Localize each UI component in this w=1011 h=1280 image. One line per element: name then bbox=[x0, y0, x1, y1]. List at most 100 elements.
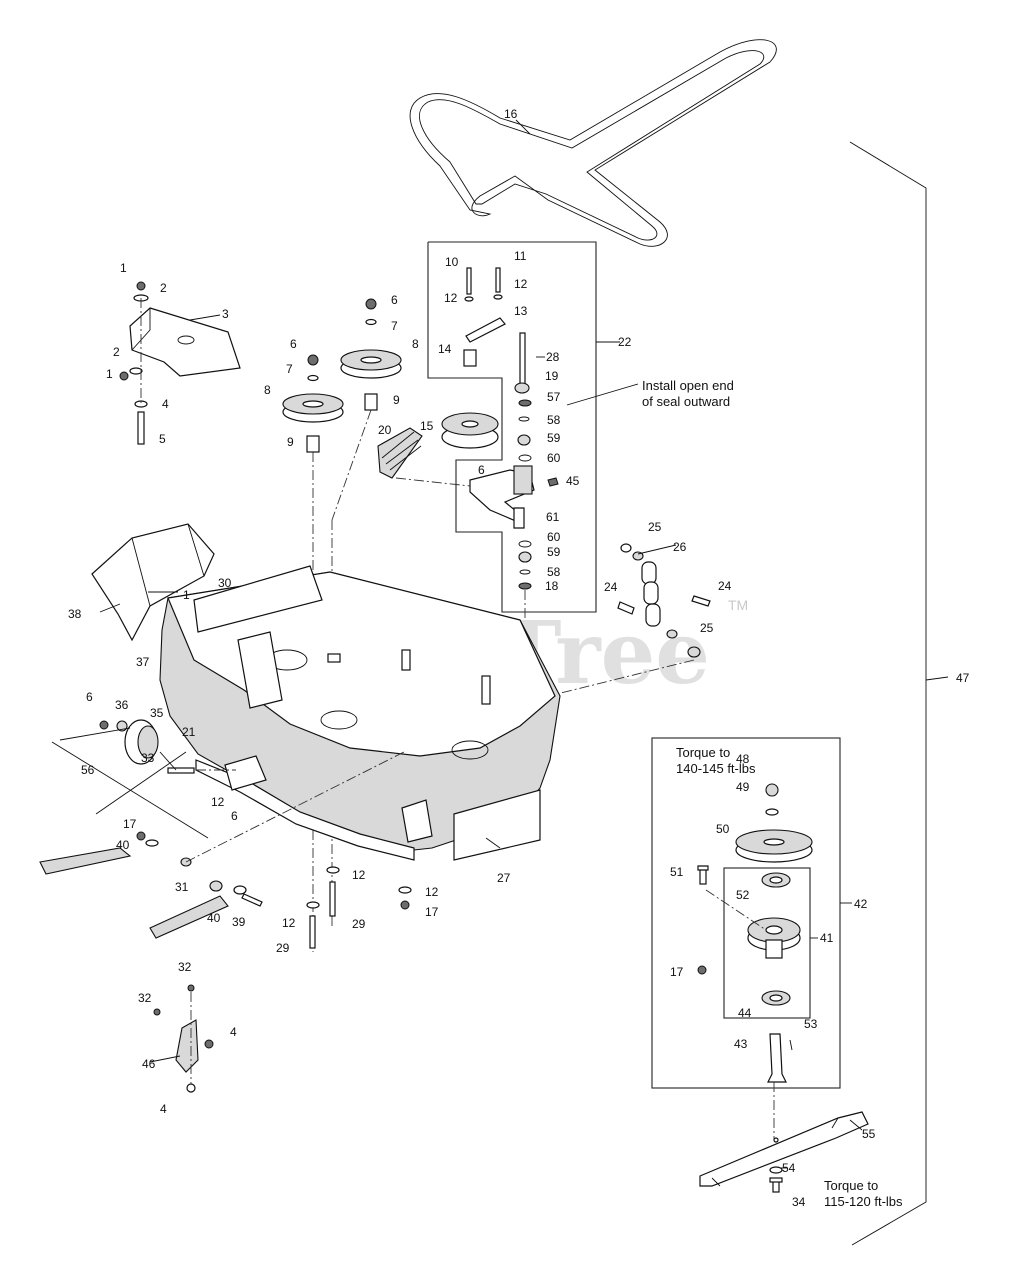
callout-label: 55 bbox=[862, 1127, 876, 1141]
callout-label: 25 bbox=[648, 520, 662, 534]
callout-label: 60 bbox=[547, 451, 561, 465]
note-torque-spindle-line2: 140-145 ft-lbs bbox=[676, 761, 756, 776]
callout-label: 17 bbox=[123, 817, 137, 831]
callout-labels: 1 2 3 2 1 4 5 6 7 8 9 6 7 8 9 10 11 12 1… bbox=[68, 107, 970, 1209]
callout-label: 15 bbox=[420, 419, 434, 433]
drive-belt bbox=[409, 39, 777, 247]
spindle-assembly-group bbox=[651, 737, 841, 1140]
callout-label: 4 bbox=[162, 397, 169, 411]
callout-label: 13 bbox=[514, 304, 528, 318]
note-seal-line1: Install open end bbox=[642, 378, 734, 393]
callout-label: 41 bbox=[820, 931, 834, 945]
callout-label: 49 bbox=[736, 780, 750, 794]
callout-label: 2 bbox=[160, 281, 167, 295]
callout-label: 6 bbox=[231, 809, 238, 823]
callout-label: 12 bbox=[514, 277, 528, 291]
callout-label: 59 bbox=[547, 545, 561, 559]
callout-label: 11 bbox=[514, 249, 527, 263]
callout-label: 17 bbox=[670, 965, 684, 979]
callout-label: 4 bbox=[160, 1102, 167, 1116]
callout-label: 58 bbox=[547, 413, 561, 427]
callout-label: 54 bbox=[782, 1161, 796, 1175]
lift-arms bbox=[39, 751, 405, 939]
callout-label: 8 bbox=[264, 383, 271, 397]
tensioner-spring bbox=[377, 427, 471, 487]
callout-label: 6 bbox=[478, 463, 485, 477]
callout-label: 29 bbox=[352, 917, 366, 931]
watermark-trademark: TM bbox=[728, 597, 748, 613]
callout-label: 32 bbox=[178, 960, 192, 974]
note-torque-spindle-line1: Torque to bbox=[676, 745, 730, 760]
callout-label: 1 bbox=[106, 367, 113, 381]
callout-label: 21 bbox=[182, 725, 196, 739]
callout-label: 34 bbox=[792, 1195, 806, 1209]
callout-label: 17 bbox=[425, 905, 439, 919]
callout-label: 43 bbox=[734, 1037, 748, 1051]
callout-label: 8 bbox=[412, 337, 419, 351]
callout-label: 26 bbox=[673, 540, 687, 554]
callout-label: 61 bbox=[546, 510, 560, 524]
callout-label: 6 bbox=[86, 690, 93, 704]
callout-label: 35 bbox=[150, 706, 164, 720]
callout-label: 58 bbox=[547, 565, 561, 579]
note-seal-line2: of seal outward bbox=[642, 394, 730, 409]
callout-label: 19 bbox=[545, 369, 559, 383]
callout-label: 18 bbox=[545, 579, 559, 593]
callout-label: 42 bbox=[854, 897, 868, 911]
callout-label: 30 bbox=[218, 576, 232, 590]
callout-label: 36 bbox=[115, 698, 129, 712]
callout-label: 51 bbox=[670, 865, 684, 879]
callout-label: 38 bbox=[68, 607, 82, 621]
deck-chain bbox=[617, 543, 711, 658]
callout-label: 7 bbox=[391, 319, 398, 333]
callout-label: 6 bbox=[290, 337, 297, 351]
callout-label: 16 bbox=[504, 107, 518, 121]
callout-label: 6 bbox=[391, 293, 398, 307]
deck-assembly-bracket bbox=[849, 141, 949, 1246]
callout-label: 24 bbox=[718, 579, 732, 593]
idler-pulley-right bbox=[340, 298, 402, 411]
callout-label: 25 bbox=[700, 621, 714, 635]
callout-label: 20 bbox=[378, 423, 392, 437]
callout-label: 60 bbox=[547, 530, 561, 544]
callout-label: 39 bbox=[232, 915, 246, 929]
callout-label: 7 bbox=[286, 362, 293, 376]
callout-label: 40 bbox=[207, 911, 221, 925]
tensioner-assembly-group bbox=[427, 241, 597, 613]
callout-label: 12 bbox=[425, 885, 439, 899]
callout-label: 52 bbox=[736, 888, 750, 902]
callout-label: 1 bbox=[183, 588, 190, 602]
callout-label: 5 bbox=[159, 432, 166, 446]
callout-label: 9 bbox=[287, 435, 294, 449]
callout-label: 22 bbox=[618, 335, 632, 349]
callout-label: 56 bbox=[81, 763, 95, 777]
callout-label: 12 bbox=[352, 868, 366, 882]
callout-label: 32 bbox=[138, 991, 152, 1005]
idler-pulley-left bbox=[282, 354, 344, 453]
callout-label: 48 bbox=[736, 752, 750, 766]
callout-label: 45 bbox=[566, 474, 580, 488]
callout-label: 40 bbox=[116, 838, 130, 852]
callout-label: 44 bbox=[738, 1006, 752, 1020]
callout-label: 28 bbox=[546, 350, 560, 364]
callout-label: 29 bbox=[276, 941, 290, 955]
callout-label: 31 bbox=[175, 880, 189, 894]
callout-label: 14 bbox=[438, 342, 452, 356]
mower-blade bbox=[699, 1111, 869, 1193]
callout-label: 12 bbox=[282, 916, 296, 930]
baffle-bracket-group bbox=[119, 281, 241, 445]
note-torque-blade-line1: Torque to bbox=[824, 1178, 878, 1193]
callout-label: 9 bbox=[393, 393, 400, 407]
callout-label: 2 bbox=[113, 345, 120, 359]
callout-label: 57 bbox=[547, 390, 561, 404]
leader-lines bbox=[95, 119, 863, 1169]
callout-label: 33 bbox=[141, 751, 155, 765]
callout-label: 1 bbox=[120, 261, 127, 275]
callout-label: 53 bbox=[804, 1017, 818, 1031]
callout-label: 27 bbox=[497, 871, 511, 885]
note-torque-blade-line2: 115-120 ft-lbs bbox=[824, 1194, 903, 1209]
callout-label: 59 bbox=[547, 431, 561, 445]
caster-wheel bbox=[51, 719, 236, 839]
callout-label: 10 bbox=[445, 255, 459, 269]
